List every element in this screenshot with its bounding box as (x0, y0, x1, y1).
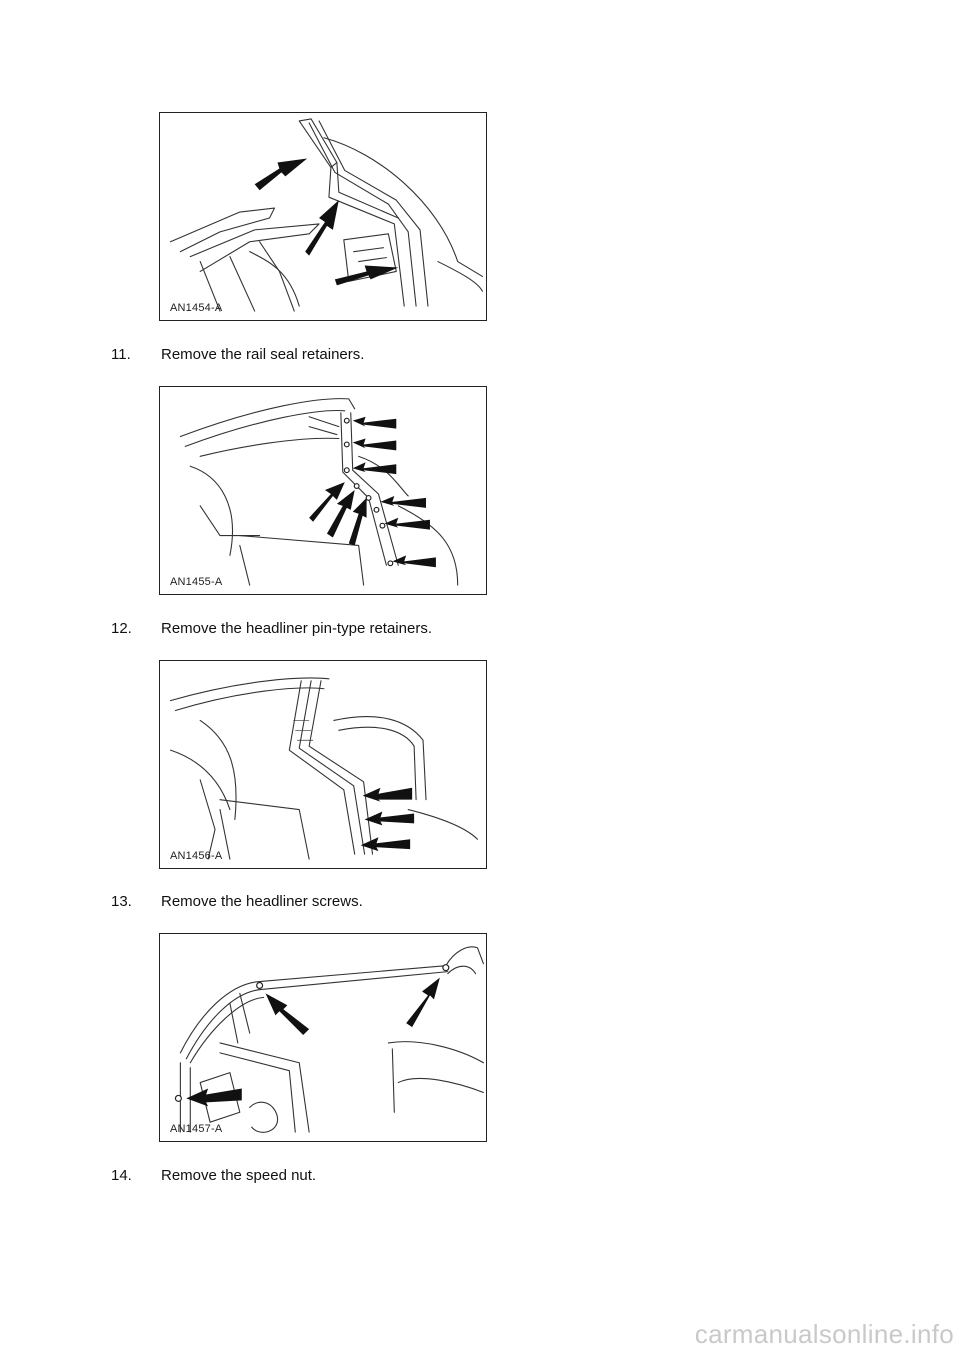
figure-label: AN1454-A (170, 302, 223, 314)
step-13: 13. Remove the headliner screws. (111, 893, 363, 910)
figure-an1457: AN1457-A (159, 933, 487, 1142)
headliner-screws-illustration (174, 946, 484, 1133)
step-number: 12. (111, 620, 132, 637)
figure-label: AN1457-A (170, 1123, 223, 1135)
step-text: Remove the headliner screws. (161, 893, 363, 910)
pin-type-retainers-illustration (169, 677, 479, 860)
step-text: Remove the speed nut. (161, 1167, 317, 1184)
step-11: 11. Remove the rail seal retainers. (111, 346, 364, 363)
step-14: 14. Remove the speed nut. (111, 1167, 316, 1184)
step-number: 13. (111, 893, 132, 910)
step-text: Remove the rail seal retainers. (161, 346, 365, 363)
step-12: 12. Remove the headliner pin-type retaine… (111, 620, 432, 637)
figure-label: AN1456-A (170, 850, 223, 862)
step-number: 11. (111, 346, 131, 363)
retainers-illustration (179, 398, 459, 586)
figure-an1454: AN1454-A (159, 112, 487, 321)
step-number: 14. (111, 1167, 132, 1184)
figure-an1455: AN1455-A (159, 386, 487, 595)
figure-an1456: AN1456-A (159, 660, 487, 869)
rail-seal-illustration (169, 118, 484, 312)
step-text: Remove the headliner pin-type retainers. (161, 620, 432, 637)
watermark: carmanualsonline.info (694, 1319, 954, 1349)
figure-label: AN1455-A (170, 576, 223, 588)
